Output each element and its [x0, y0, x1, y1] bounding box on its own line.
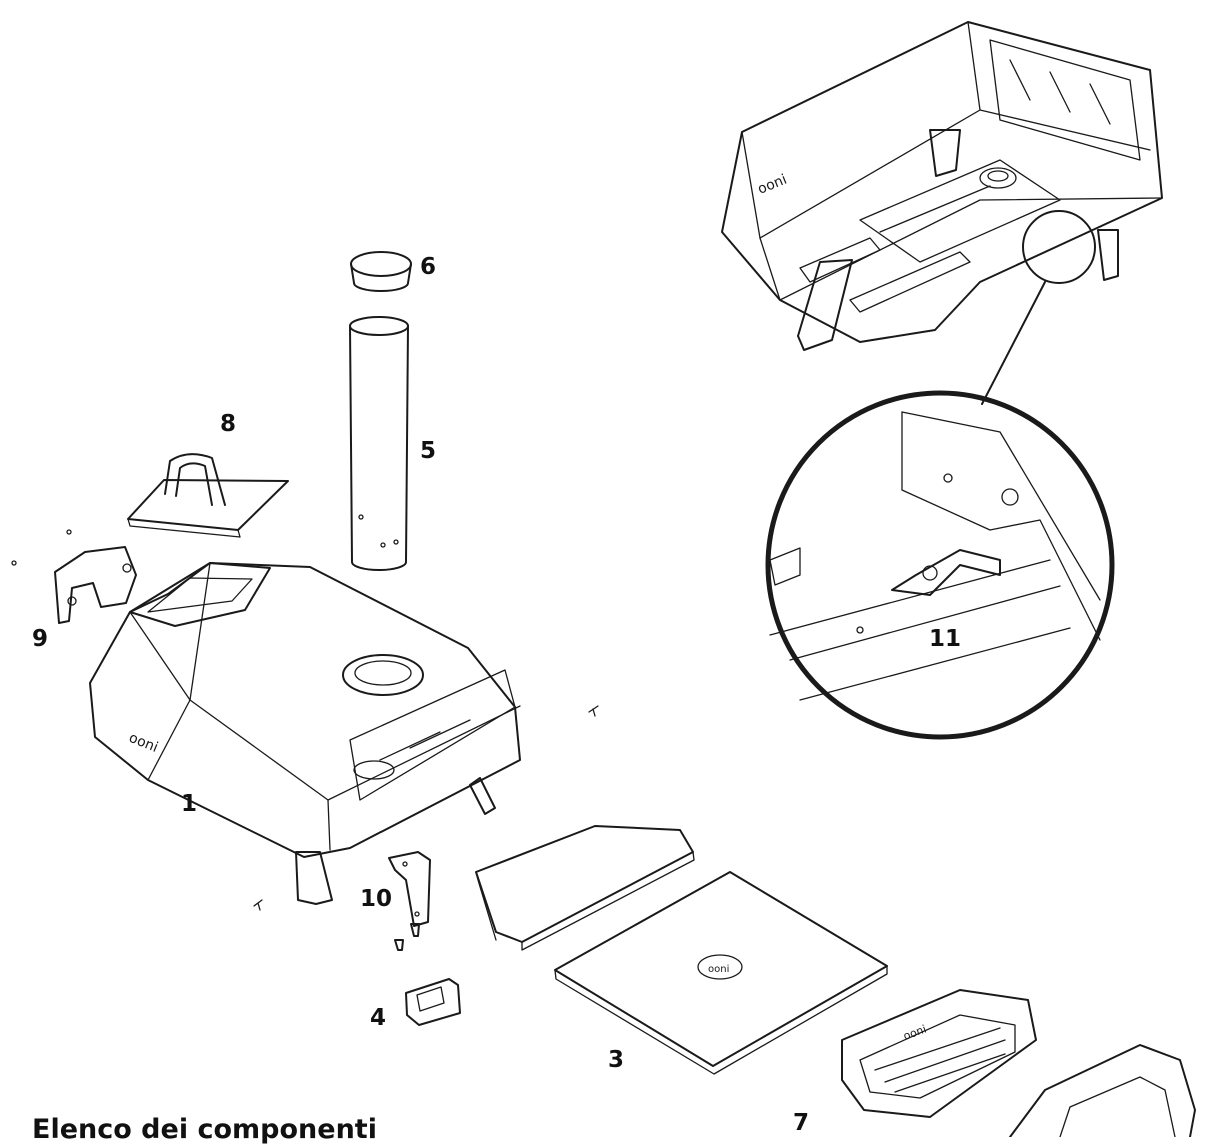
callout-5: 5: [420, 438, 437, 464]
rear-bracket: [11, 529, 137, 624]
chimney-tube: [349, 316, 409, 571]
callout-8: 8: [220, 411, 237, 437]
magnify-connector-line: [981, 281, 1046, 405]
baking-stones: ooni: [475, 825, 888, 1075]
callout-10: 10: [360, 886, 393, 912]
chimney-cap: [350, 251, 412, 292]
temperature-display-unit: [405, 978, 461, 1026]
callout-6: 6: [420, 254, 437, 280]
callout-11: 11: [929, 626, 962, 652]
svg-text:ooni: ooni: [708, 964, 729, 975]
leg-bracket: [388, 851, 431, 927]
callout-4: 4: [370, 1005, 387, 1031]
section-heading: Elenco dei componenti: [32, 1114, 377, 1145]
callout-7: 7: [793, 1110, 810, 1136]
svg-text:ooni: ooni: [902, 1023, 929, 1043]
fuel-tray-frame: [1009, 1044, 1196, 1137]
loose-screws: [253, 705, 599, 951]
svg-text:ooni: ooni: [756, 172, 790, 198]
fuel-tray: ooni: [841, 989, 1037, 1118]
callout-9: 9: [32, 626, 49, 652]
magnified-detail-view: [765, 390, 1115, 740]
oven-underside-view: ooni: [721, 21, 1163, 351]
oven-body: ooni: [89, 562, 521, 905]
oven-door: [127, 453, 289, 538]
callout-1: 1: [181, 791, 198, 817]
callout-3: 3: [608, 1047, 625, 1073]
